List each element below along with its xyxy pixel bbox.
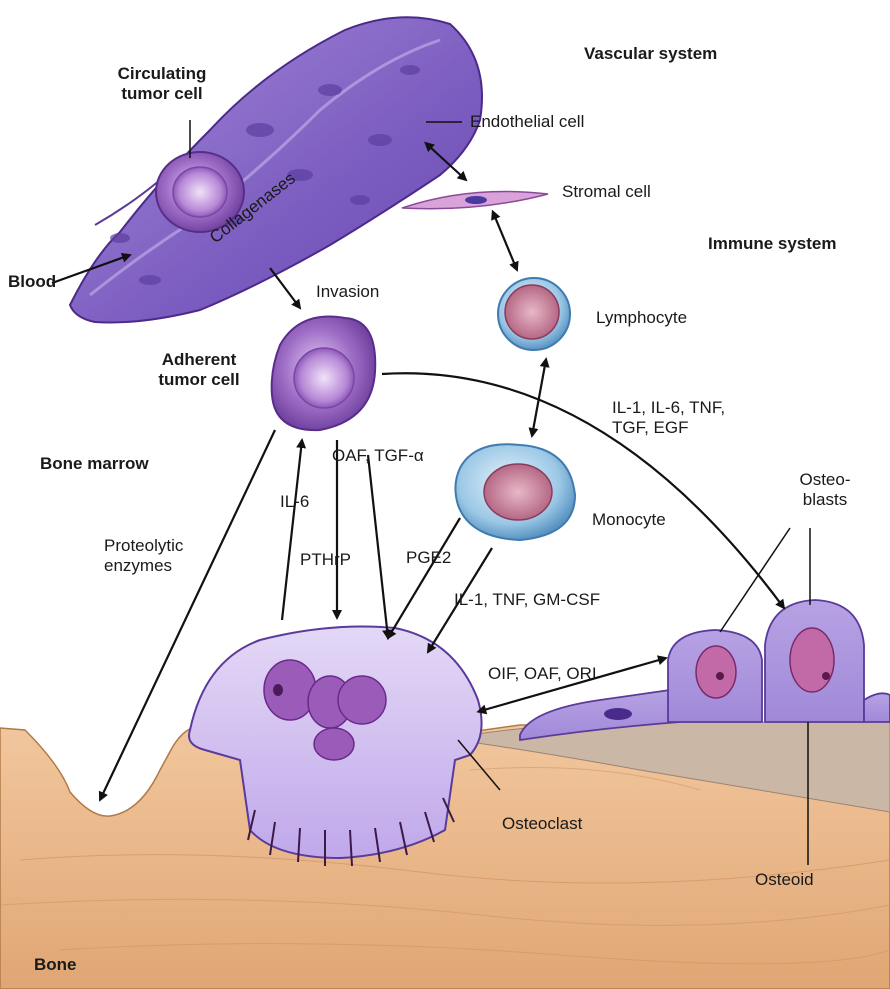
endothelial-cell-label: Endothelial cell	[470, 112, 584, 132]
bone-label: Bone	[34, 955, 77, 975]
proteolytic-line2: enzymes	[104, 556, 183, 576]
monocyte	[455, 444, 575, 540]
stromal-lymphocyte-arrow	[495, 217, 517, 270]
bone-marrow-label: Bone marrow	[40, 454, 149, 474]
adherent-tumor-cell-label: Adherent tumor cell	[134, 350, 264, 391]
tgf-egf-label: TGF, EGF	[612, 418, 762, 438]
osteoid-label: Osteoid	[755, 870, 814, 890]
stromal-cell-label: Stromal cell	[562, 182, 651, 202]
osteoblasts-label: Osteo- blasts	[780, 470, 870, 511]
invasion-arrow	[270, 268, 300, 308]
immune-system-label: Immune system	[708, 234, 837, 254]
monocyte-label: Monocyte	[592, 510, 666, 530]
osteoblasts-line2: blasts	[780, 490, 870, 510]
osteoblasts-line1: Osteo-	[780, 470, 870, 490]
il1-tnf-gmcsf-label: IL-1, TNF, GM-CSF	[454, 590, 600, 610]
il6-arrow	[282, 440, 302, 620]
circulating-tumor-cell-line2: tumor cell	[92, 84, 232, 104]
vascular-system-label: Vascular system	[584, 44, 717, 64]
adherent-tumor-cell	[272, 317, 376, 431]
pthrp-label: PTHrP	[300, 550, 351, 570]
blood-label: Blood	[8, 272, 56, 292]
adherent-tumor-cell-line1: Adherent	[134, 350, 264, 370]
proteolytic-enzymes-label: Proteolytic enzymes	[104, 536, 183, 577]
pge2-arrow	[388, 518, 460, 638]
cytokines-label: IL-1, IL-6, TNF, TGF, EGF	[612, 398, 762, 439]
il1-il6-tnf-label: IL-1, IL-6, TNF,	[612, 398, 762, 418]
osteoclast-label: Osteoclast	[502, 814, 582, 834]
circulating-tumor-cell-label: Circulating tumor cell	[92, 64, 232, 105]
invasion-label: Invasion	[316, 282, 379, 302]
oaf-arrow	[368, 455, 388, 638]
adherent-tumor-cell-line2: tumor cell	[134, 370, 264, 390]
stromal-cell	[402, 191, 548, 208]
lymphocyte	[498, 278, 570, 350]
proteolytic-line1: Proteolytic	[104, 536, 183, 556]
circulating-tumor-cell-line1: Circulating	[92, 64, 232, 84]
oaf-tgf-label: OAF, TGF-α	[332, 446, 424, 466]
il6-label: IL-6	[280, 492, 309, 512]
lymphocyte-label: Lymphocyte	[596, 308, 687, 328]
oif-oaf-ori-label: OIF, OAF, ORI	[488, 664, 597, 684]
pge2-label: PGE2	[406, 548, 451, 568]
